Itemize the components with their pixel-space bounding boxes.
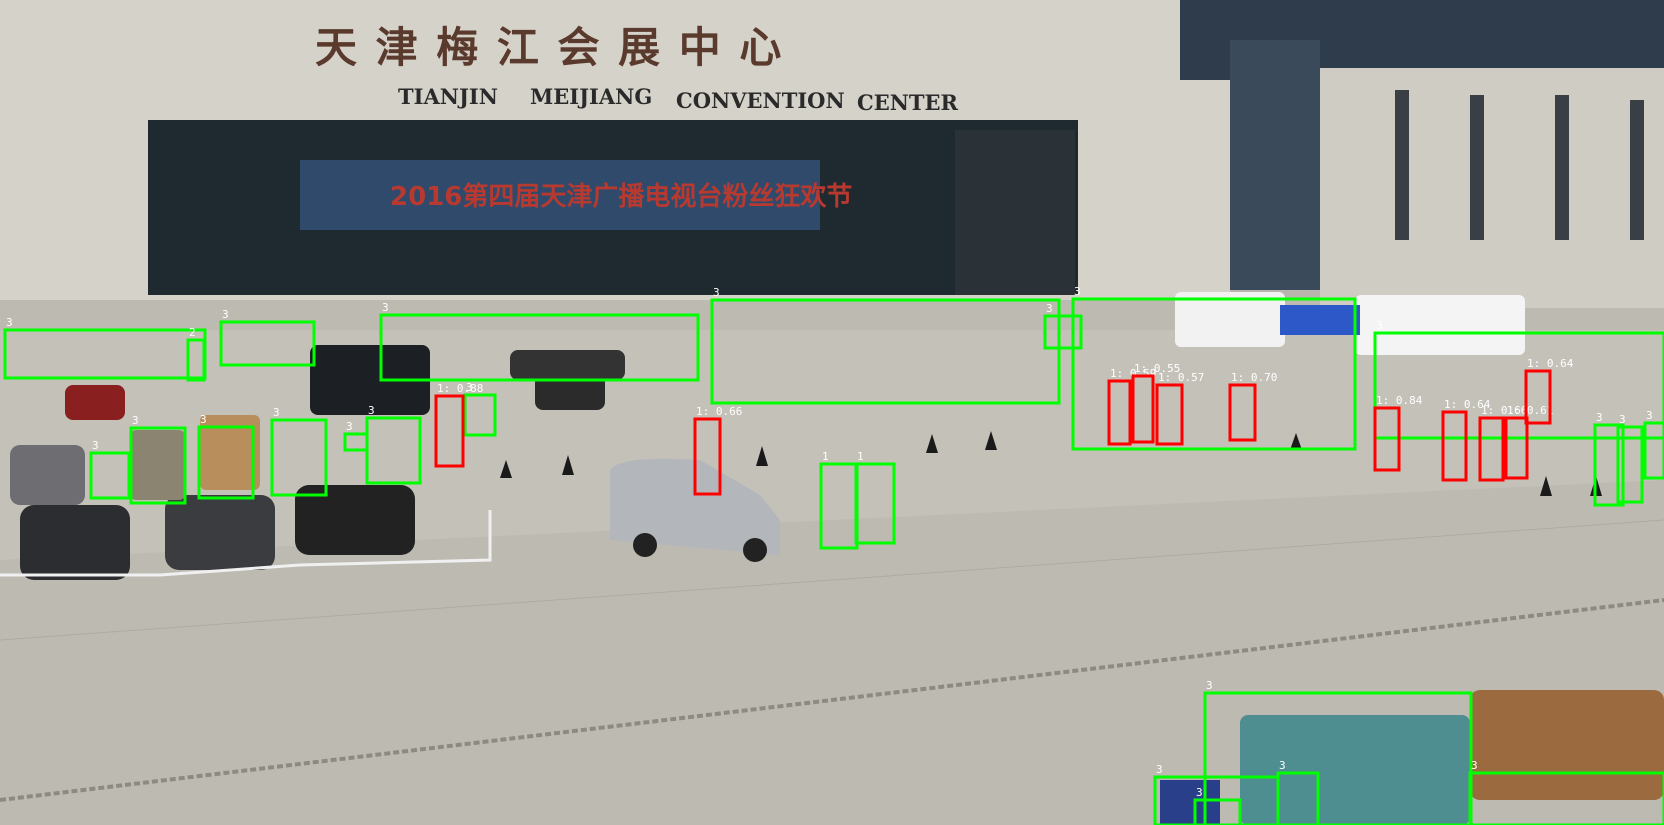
class3-detection-box — [186, 338, 206, 382]
class3-detection-box — [1043, 314, 1083, 350]
sign-chinese: 天 津 梅 江 会 展 中 心 — [315, 23, 783, 72]
class3-detection-label: 2 — [189, 326, 196, 339]
class1-detection-label: 1: 0.57 — [1158, 371, 1204, 384]
blue-cart — [1160, 780, 1220, 825]
class3-detection-box — [463, 393, 497, 437]
drain-line — [0, 598, 1664, 802]
sign-english-4: CENTER — [857, 90, 959, 115]
class3-detection-box — [1373, 331, 1664, 440]
class3-detection-label: 3 — [132, 414, 139, 427]
class1-detection-label: 1: 0.70 — [1231, 371, 1277, 384]
class3-detection-label: 3 — [1074, 285, 1081, 298]
glass-column-tower — [1230, 40, 1320, 290]
class3-detection-label: 3 — [6, 316, 13, 329]
class3-detection-label: 3 — [1206, 679, 1213, 692]
class3-detection-box — [365, 416, 422, 485]
class3-detection-box — [1276, 771, 1320, 825]
class1-detection-label: 1: 0.61 — [1507, 404, 1553, 417]
banner-panel — [300, 160, 820, 230]
class1-detection-label: 1: 0.55 — [1134, 362, 1180, 375]
class3-detection-label: 3 — [1196, 786, 1203, 799]
class3-detection-label: 3 — [1046, 302, 1053, 315]
class3-detection-box — [270, 418, 328, 497]
class3-detection-label: 3 — [200, 413, 207, 426]
class3-detection-box — [129, 426, 187, 505]
class3-detection-label: 3 — [1646, 409, 1653, 422]
sign-english-3: CONVENTION — [676, 88, 845, 113]
class1-detection-box — [1107, 379, 1132, 446]
class3-detection-box — [197, 425, 255, 500]
class3-detection-label: 3 — [368, 404, 375, 417]
class3-detection-label: 3 — [222, 308, 229, 321]
class1-detection-label: 1: 0.64 — [1444, 398, 1491, 411]
class3-detections: 3 2 3 3 3 3 3 3 3 3 3 3 3 3 3 1 1 3 3 3 3 3 3 3 3 — [3, 285, 1664, 825]
class3-detection-box — [1203, 691, 1473, 825]
sign-english-2: MEIJIANG — [530, 84, 652, 109]
white-bus-1 — [1175, 292, 1285, 347]
sign-english-1: TIANJIN — [398, 84, 498, 109]
class3-detection-box — [219, 320, 316, 367]
event-banner-text: 2016第四届天津广播电视台粉丝狂欢节 — [390, 181, 852, 212]
class1-detection-label: 1: 0.88 — [437, 382, 483, 395]
silver-minivan — [610, 458, 780, 562]
class3-detection-box — [1616, 425, 1644, 504]
class1-detection-box — [434, 394, 465, 468]
class3-detection-label: 3 — [1596, 411, 1603, 424]
class3-detection-label: 3 — [92, 439, 99, 452]
class3-detection-label: 3 — [1619, 413, 1626, 426]
class3-detection-label: 3 — [1156, 763, 1163, 776]
class3-detection-box — [379, 313, 700, 382]
parking-railing — [0, 510, 492, 577]
class1-detection-label: 1: 0.66 — [1481, 404, 1527, 417]
class3-detection-box — [1071, 297, 1357, 451]
brown-three-wheeler — [1470, 690, 1664, 800]
class3-detection-box — [1193, 798, 1242, 825]
teal-three-wheeler — [1240, 715, 1470, 825]
class1-detection-label: 1: 0.64 — [1527, 357, 1574, 370]
class3-detection-box — [1468, 771, 1664, 825]
entrance-pillar — [955, 130, 1075, 295]
class1-detection-box — [1441, 410, 1468, 482]
class3-detection-label: 1 — [822, 450, 829, 463]
class3-detection-label: 3 — [1376, 319, 1383, 332]
class1-detection-box — [1373, 406, 1401, 472]
class3-detection-label: 3 — [1279, 759, 1286, 772]
class1-detection-label: 1: 0.84 — [1376, 394, 1423, 407]
class3-detection-label: 3 — [382, 301, 389, 314]
paving-seam — [0, 519, 1664, 641]
class3-detection-box — [1643, 421, 1664, 480]
white-bus-2 — [1355, 295, 1525, 355]
class3-detection-box — [710, 298, 1061, 405]
class1-detection-box — [1478, 416, 1505, 482]
class3-detection-label: 3 — [346, 420, 353, 433]
class1-detection-label: 1: 0.66 — [696, 405, 742, 418]
class3-detection-box — [1593, 423, 1625, 507]
side-building — [1320, 68, 1664, 308]
side-building-windows — [1395, 90, 1644, 240]
class1-detection-box — [1524, 369, 1552, 425]
blue-tent — [1280, 305, 1360, 335]
class3-detection-label: 3 — [466, 381, 473, 394]
class1-detection-box — [1504, 416, 1529, 480]
class3-detection-label: 1 — [857, 450, 864, 463]
class3-detection-label: 3 — [713, 286, 720, 299]
class1-detection-box — [1228, 383, 1257, 442]
class3-detection-label: 3 — [1471, 759, 1478, 772]
class1-detection-box — [1131, 374, 1155, 444]
parking-lot-cars — [10, 345, 625, 580]
class3-detection-box — [89, 451, 131, 500]
class3-detection-label: 3 — [273, 406, 280, 419]
class1-detection-box — [1155, 383, 1184, 446]
class1-detection-box — [693, 417, 722, 496]
class3-detection-box — [854, 462, 896, 545]
